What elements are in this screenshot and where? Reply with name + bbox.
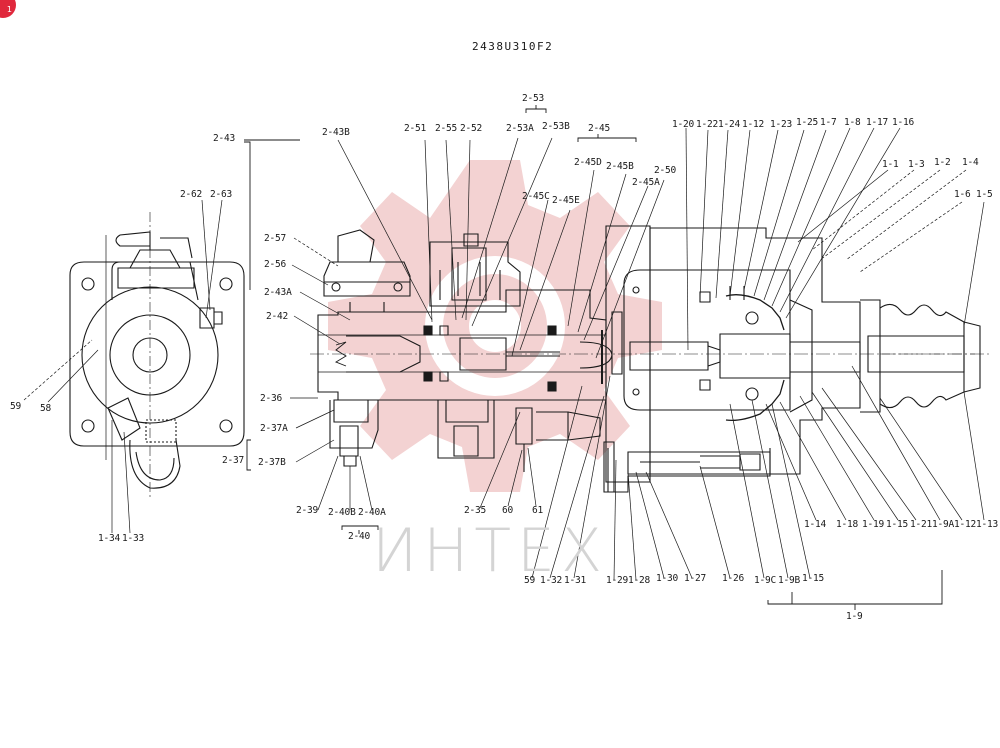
watermark-text: ИНТЕХ	[372, 516, 609, 586]
callout-2-45B: 2-45B	[606, 161, 634, 172]
callout-2-50: 2-50	[654, 165, 677, 176]
callout-1-31: 1-31	[564, 575, 587, 586]
callout-2-51: 2-51	[404, 123, 427, 134]
callout-1-15-bottom: 1-15	[802, 573, 825, 584]
callout-2-45A: 2-45A	[632, 177, 660, 188]
callout-1-3: 1-3	[908, 159, 925, 170]
callout-2-39: 2-39	[296, 505, 319, 516]
callout-1-28: 1-28	[628, 575, 651, 586]
group-brackets	[244, 105, 942, 610]
callout-1-9: 1-9	[846, 611, 863, 622]
callout-1-12-bottom: 1-12	[954, 519, 977, 530]
callout-2-63: 2-63	[210, 189, 233, 200]
callout-1-8: 1-8	[844, 117, 861, 128]
callout-1-26: 1-26	[722, 573, 745, 584]
callout-1-18: 1-18	[836, 519, 859, 530]
callout-2-56: 2-56	[264, 259, 287, 270]
callout-1-7: 1-7	[820, 117, 837, 128]
callout-2-40: 2-40	[348, 531, 371, 542]
callout-1-2: 1-2	[934, 157, 951, 168]
corner-badge: 1	[0, 0, 16, 18]
callout-59-bottom: 59	[524, 575, 536, 586]
callout-2-36: 2-36	[260, 393, 283, 404]
callout-2-40B: 2-40B	[328, 507, 356, 518]
callout-1-25: 1-25	[796, 117, 819, 128]
main-section-view	[310, 226, 990, 492]
callout-1-22: 1-22	[696, 119, 719, 130]
callout-2-53A: 2-53A	[506, 123, 534, 134]
callout-1-29: 1-29	[606, 575, 629, 586]
drawing-title: 2438U310F2	[472, 40, 554, 53]
callout-59-left: 59	[10, 401, 22, 412]
callout-1-24: 1-24	[718, 119, 741, 130]
callout-1-14: 1-14	[804, 519, 827, 530]
callout-2-53: 2-53	[522, 93, 545, 104]
callout-1-30: 1-30	[656, 573, 679, 584]
callout-2-45C: 2-45C	[522, 191, 550, 202]
callout-1-20: 1-20	[672, 119, 695, 130]
callout-2-45: 2-45	[588, 123, 611, 134]
callout-2-62: 2-62	[180, 189, 203, 200]
callout-60: 60	[502, 505, 514, 516]
end-view	[70, 212, 244, 500]
callout-2-43: 2-43	[213, 133, 236, 144]
callout-1-21: 1-21	[910, 519, 933, 530]
callout-2-43B: 2-43B	[322, 127, 350, 138]
callout-1-4: 1-4	[962, 157, 979, 168]
callout-1-33: 1-33	[122, 533, 145, 544]
callout-1-5: 1-5	[976, 189, 993, 200]
callout-1-34: 1-34	[98, 533, 121, 544]
callout-1-16: 1-16	[892, 117, 915, 128]
callout-2-57: 2-57	[264, 233, 287, 244]
callout-2-45E: 2-45E	[552, 195, 580, 206]
callout-1-9A: 1-9A	[932, 519, 955, 530]
callout-2-35: 2-35	[464, 505, 487, 516]
callout-1-32: 1-32	[540, 575, 563, 586]
callout-2-40A: 2-40A	[358, 507, 386, 518]
callout-2-37A: 2-37A	[260, 423, 288, 434]
callout-1-15-right: 1-15	[886, 519, 909, 530]
callout-1-6: 1-6	[954, 189, 971, 200]
callout-2-52: 2-52	[460, 123, 483, 134]
leader-lines	[24, 128, 984, 580]
callout-2-43A: 2-43A	[264, 287, 292, 298]
callout-2-37B: 2-37B	[258, 457, 286, 468]
callout-1-23: 1-23	[770, 119, 793, 130]
callout-1-12-top: 1-12	[742, 119, 765, 130]
callout-1-9C: 1-9C	[754, 575, 777, 586]
callout-1-17: 1-17	[866, 117, 889, 128]
callout-61: 61	[532, 505, 544, 516]
callout-58: 58	[40, 403, 52, 414]
callout-1-19: 1-19	[862, 519, 885, 530]
callout-1-9B: 1-9B	[778, 575, 801, 586]
callout-1-1: 1-1	[882, 159, 899, 170]
callout-1-27: 1-27	[684, 573, 707, 584]
callout-2-53B: 2-53B	[542, 121, 570, 132]
callout-2-37: 2-37	[222, 455, 245, 466]
callout-2-55: 2-55	[435, 123, 458, 134]
callout-1-13: 1-13	[976, 519, 999, 530]
callout-2-45D: 2-45D	[574, 157, 602, 168]
callout-2-42: 2-42	[266, 311, 289, 322]
